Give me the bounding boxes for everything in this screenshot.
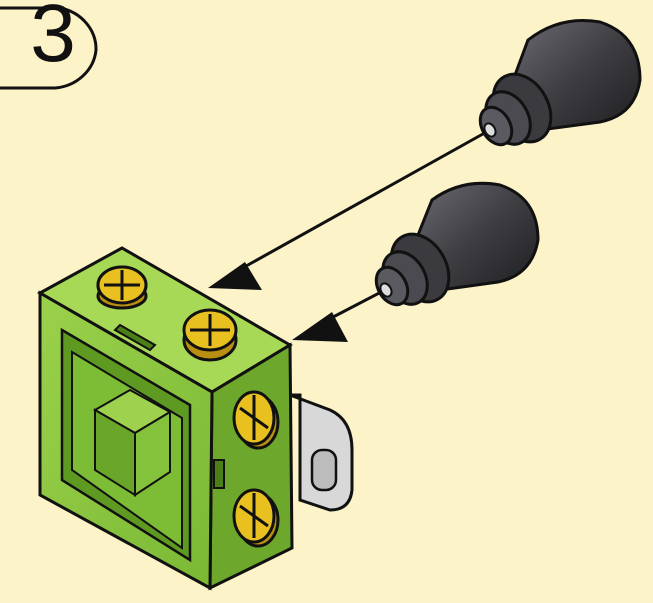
banana-plug-icon	[370, 183, 538, 312]
arrow-icon	[292, 290, 385, 342]
banana-plug-icon	[474, 20, 640, 152]
screw-icon	[184, 310, 236, 360]
clip-icon	[290, 395, 352, 510]
step-number: 3	[8, 0, 98, 74]
screw-icon	[98, 267, 146, 308]
